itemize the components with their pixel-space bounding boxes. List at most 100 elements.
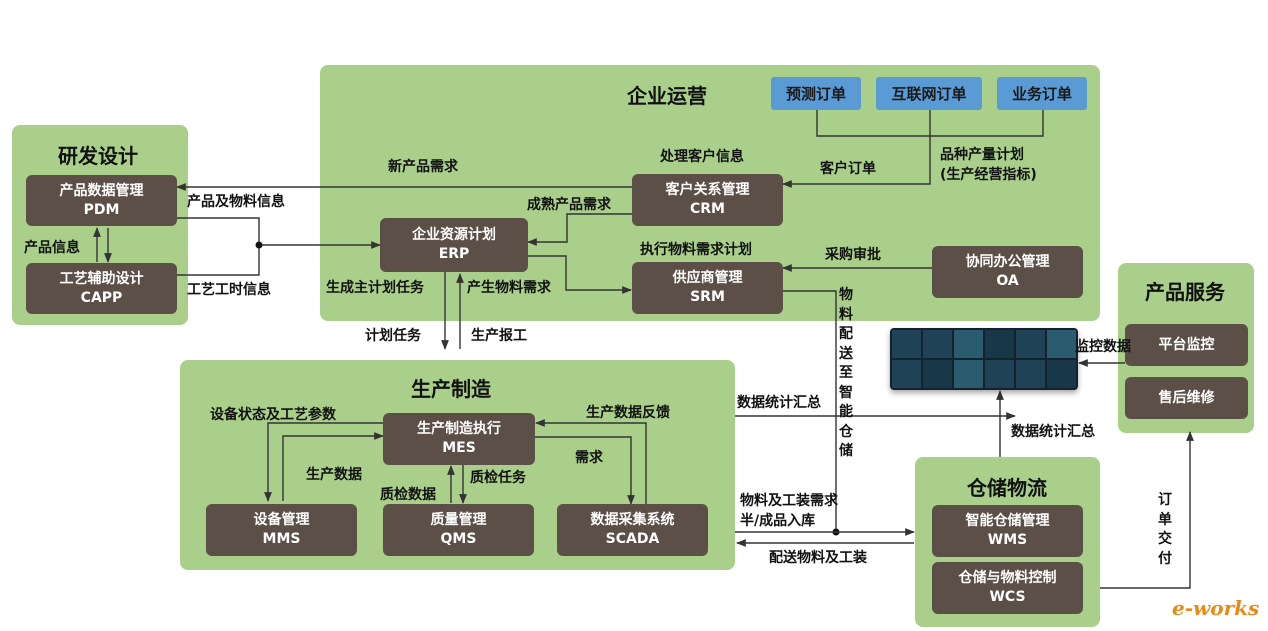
- label-material-demand: 产生物料需求: [467, 280, 551, 296]
- line-srm-to-logistics: [783, 290, 837, 532]
- scada-box[interactable]: 数据采集系统 SCADA: [557, 504, 708, 556]
- label-deliver-material-tool: 配送物料及工装: [769, 550, 867, 566]
- label-qc-data: 质检数据: [380, 487, 436, 503]
- screen-panel: [1047, 360, 1076, 388]
- label-exec-material-plan: 执行物料需求计划: [640, 242, 752, 258]
- mms-abbr: MMS: [262, 531, 301, 547]
- screen-panel: [1016, 360, 1045, 388]
- screen-panel: [1047, 330, 1076, 358]
- screen-panel: [985, 360, 1014, 388]
- mes-name: 生产制造执行: [417, 421, 501, 437]
- region-title-rnd: 研发设计: [58, 144, 138, 168]
- label-mature-product-demand: 成熟产品需求: [527, 197, 611, 213]
- screen-panel: [985, 330, 1014, 358]
- screen-panel: [892, 360, 921, 388]
- line-pdm-to-erp: [177, 217, 260, 276]
- label-master-plan-task: 生成主计划任务: [326, 280, 424, 296]
- label-handle-customer-info: 处理客户信息: [660, 149, 744, 165]
- wcs-name: 仓储与物料控制: [958, 570, 1057, 586]
- line-scada-to-mes: [535, 419, 647, 504]
- label-new-product-demand: 新产品需求: [388, 159, 458, 175]
- srm-abbr: SRM: [690, 289, 725, 305]
- label-material-to-warehouse: 物料配送至智能仓储: [839, 287, 853, 459]
- scada-name: 数据采集系统: [590, 512, 675, 528]
- scada-abbr: SCADA: [605, 531, 660, 547]
- line-mms-to-mes: [282, 432, 384, 501]
- label-order-delivery: 订单交付: [1158, 492, 1172, 567]
- after-sales-box[interactable]: 售后维修: [1125, 377, 1248, 419]
- label-semi-finished-inbound: 半/成品入库: [740, 513, 816, 529]
- qms-name: 质量管理: [430, 512, 487, 528]
- label-demand: 需求: [575, 450, 603, 466]
- erp-box[interactable]: 企业资源计划 ERP: [380, 218, 528, 272]
- erp-abbr: ERP: [438, 246, 470, 262]
- wms-box[interactable]: 智能仓储管理 WMS: [932, 505, 1083, 557]
- screen-panel: [954, 360, 983, 388]
- erp-name: 企业资源计划: [412, 227, 496, 243]
- internet-order-box[interactable]: 互联网订单: [876, 77, 982, 110]
- capp-name: 工艺辅助设计: [59, 270, 144, 287]
- wms-name: 智能仓储管理: [965, 513, 1050, 529]
- screen-panel: [923, 360, 952, 388]
- line-mes-to-scada: [535, 436, 635, 505]
- eworks-logo: e-works: [1172, 596, 1260, 620]
- label-customer-order: 客户订单: [820, 161, 876, 177]
- srm-box[interactable]: 供应商管理 SRM: [632, 262, 783, 314]
- region-title-enterprise: 企业运营: [627, 84, 707, 108]
- label-production-report: 生产报工: [471, 328, 527, 344]
- oa-abbr: OA: [996, 273, 1019, 289]
- label-process-time-info: 工艺工时信息: [187, 282, 271, 298]
- pdm-abbr: PDM: [83, 201, 120, 218]
- pdm-box[interactable]: 产品数据管理 PDM: [26, 175, 177, 226]
- business-order-box[interactable]: 业务订单: [997, 77, 1087, 110]
- mms-name: 设备管理: [253, 512, 310, 528]
- wcs-box[interactable]: 仓储与物料控制 WCS: [932, 562, 1083, 614]
- screen-panel: [1016, 330, 1045, 358]
- mms-box[interactable]: 设备管理 MMS: [206, 504, 357, 556]
- label-monitor-data: 监控数据: [1075, 339, 1131, 355]
- region-title-service: 产品服务: [1145, 280, 1225, 304]
- label-production-feedback: 生产数据反馈: [586, 405, 670, 421]
- oa-box[interactable]: 协同办公管理 OA: [932, 246, 1083, 298]
- label-equipment-status: 设备状态及工艺参数: [210, 407, 336, 423]
- label-product-info: 产品信息: [24, 240, 80, 256]
- mes-box[interactable]: 生产制造执行 MES: [383, 413, 535, 465]
- crm-abbr: CRM: [690, 201, 725, 217]
- label-qc-task: 质检任务: [470, 470, 526, 486]
- oa-name: 协同办公管理: [965, 254, 1050, 270]
- wms-abbr: WMS: [987, 532, 1028, 548]
- screen-panel: [892, 330, 921, 358]
- capp-box[interactable]: 工艺辅助设计 CAPP: [26, 263, 177, 314]
- crm-box[interactable]: 客户关系管理 CRM: [632, 174, 783, 226]
- platform-monitor-box[interactable]: 平台监控: [1125, 324, 1248, 366]
- wcs-abbr: WCS: [989, 589, 1026, 605]
- screen-panel: [923, 330, 952, 358]
- srm-name: 供应商管理: [672, 270, 743, 286]
- label-data-summary-2: 数据统计汇总: [1011, 424, 1095, 440]
- monitor-dashboard-image: [890, 328, 1078, 390]
- line-wcs-to-service: [1100, 431, 1194, 589]
- region-title-manufacturing: 生产制造: [411, 377, 491, 401]
- label-production-data: 生产数据: [306, 467, 362, 483]
- after-sales-label: 售后维修: [1158, 389, 1215, 406]
- qms-box[interactable]: 质量管理 QMS: [383, 504, 534, 556]
- qms-abbr: QMS: [440, 531, 477, 547]
- label-product-material-info: 产品及物料信息: [187, 194, 285, 210]
- crm-name: 客户关系管理: [665, 182, 750, 198]
- forecast-order-box[interactable]: 预测订单: [771, 77, 861, 110]
- line-mes-to-mms: [264, 422, 383, 502]
- label-product-plan-2: (生产经营指标): [940, 167, 1037, 183]
- label-plan-task: 计划任务: [365, 328, 421, 344]
- screen-panel: [954, 330, 983, 358]
- label-product-plan-1: 品种产量计划: [940, 147, 1024, 163]
- pdm-name: 产品数据管理: [59, 182, 144, 199]
- line-erp-to-srm: [528, 255, 632, 294]
- label-purchase-approval: 采购审批: [825, 247, 881, 263]
- region-title-logistics: 仓储物流: [967, 476, 1047, 500]
- capp-abbr: CAPP: [80, 289, 123, 306]
- label-material-tool-demand: 物料及工装需求: [740, 493, 838, 509]
- line-internet-order: [782, 110, 931, 188]
- line-mature-demand: [527, 213, 632, 246]
- mes-abbr: MES: [442, 440, 476, 456]
